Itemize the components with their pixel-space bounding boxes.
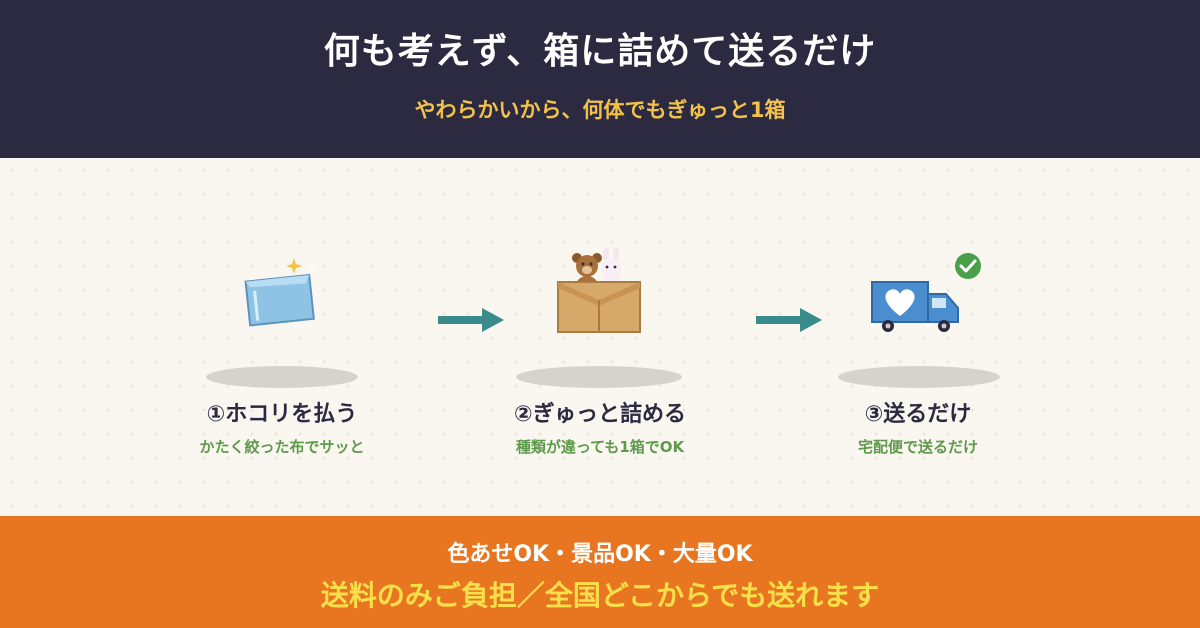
step-desc: かたく絞った布でサッと <box>199 438 365 456</box>
ground-shadow <box>206 366 358 388</box>
delivery-truck-icon <box>871 253 981 332</box>
step-title: ③送るだけ <box>864 402 972 427</box>
footer-shipping-note: 送料のみご負担／全国どこからでも送れます <box>320 579 880 612</box>
box-with-plush-icon <box>557 248 641 333</box>
header-banner: 何も考えず、箱に詰めて送るだけ やわらかいから、何体でもぎゅっと1箱 <box>0 0 1200 158</box>
check-circle-icon <box>955 253 981 279</box>
heart-icon <box>885 289 915 316</box>
ground-shadow <box>516 366 682 388</box>
arrow-right-icon <box>756 308 822 332</box>
step-2: ②ぎゅっと詰める 種類が違っても1箱でOK <box>440 158 760 516</box>
footer-banner: 色あせOK・景品OK・大量OK 送料のみご負担／全国どこからでも送れます <box>0 516 1200 628</box>
header-subtitle: やわらかいから、何体でもぎゅっと1箱 <box>414 98 786 122</box>
step-desc: 宅配便で送るだけ <box>857 438 978 456</box>
cloth-icon <box>244 258 316 327</box>
step-title: ①ホコリを払う <box>206 402 358 427</box>
arrow-right-icon <box>438 308 504 332</box>
step-desc: 種類が違っても1箱でOK <box>515 438 685 456</box>
step-title: ②ぎゅっと詰める <box>514 402 686 427</box>
ground-shadow <box>838 366 1000 388</box>
footer-features: 色あせOK・景品OK・大量OK <box>447 542 753 567</box>
sparkle-icon <box>286 258 316 274</box>
step-1: ①ホコリを払う かたく絞った布でサッと <box>122 158 442 516</box>
step-3: ③送るだけ 宅配便で送るだけ <box>758 158 1078 516</box>
steps-section: ①ホコリを払う かたく絞った布でサッと <box>0 158 1200 516</box>
header-title: 何も考えず、箱に詰めて送るだけ <box>323 31 877 72</box>
